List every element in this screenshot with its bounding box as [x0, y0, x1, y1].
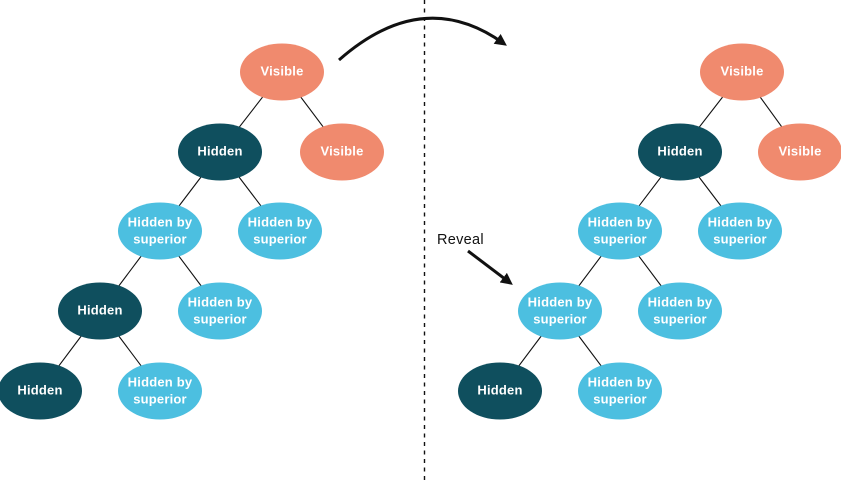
tree-node-revealed-hidden-by-superior-after: Hidden by superior [518, 282, 602, 340]
tree-node-hidden-by-superior-after: Hidden by superior [578, 362, 662, 420]
tree-node-hidden-by-superior-before: Hidden by superior [238, 202, 322, 260]
tree-node-visible-root-after: Visible [700, 43, 784, 101]
tree-node-visible-root-before: Visible [240, 43, 324, 101]
tree-node-hidden-after: Hidden [458, 362, 542, 420]
tree-node-label: Hidden by superior [247, 214, 313, 246]
tree-node-hidden-before: Hidden [58, 282, 142, 340]
tree-node-hidden-by-superior-before: Hidden by superior [178, 282, 262, 340]
tree-node-visible-before: Visible [300, 123, 384, 181]
tree-node-label: Hidden [657, 143, 703, 159]
tree-node-hidden-by-superior-after: Hidden by superior [698, 202, 782, 260]
transition-arrow [338, 16, 507, 62]
tree-node-label: Hidden [197, 143, 243, 159]
tree-node-label: Hidden by superior [587, 214, 653, 246]
tree-node-hidden-before: Hidden [178, 123, 262, 181]
tree-node-label: Hidden by superior [187, 294, 253, 326]
tree-node-label: Hidden by superior [527, 294, 593, 326]
tree-node-label: Hidden by superior [647, 294, 713, 326]
tree-node-label: Hidden by superior [587, 374, 653, 406]
reveal-arrow [467, 249, 513, 285]
tree-node-label: Hidden [477, 382, 523, 398]
tree-node-hidden-by-superior-before: Hidden by superior [118, 202, 202, 260]
tree-node-label: Hidden by superior [127, 214, 193, 246]
tree-node-label: Hidden [17, 382, 63, 398]
tree-node-hidden-by-superior-after: Hidden by superior [578, 202, 662, 260]
tree-node-label: Hidden by superior [707, 214, 773, 246]
tree-node-hidden-by-superior-after: Hidden by superior [638, 282, 722, 340]
tree-node-hidden-before: Hidden [0, 362, 82, 420]
reveal-label: Reveal [437, 232, 484, 248]
tree-node-label: Visible [320, 143, 364, 159]
tree-node-label: Visible [778, 143, 822, 159]
tree-node-label: Visible [260, 63, 304, 79]
tree-node-label: Visible [720, 63, 764, 79]
tree-node-visible-after: Visible [758, 123, 841, 181]
tree-node-label: Hidden [77, 302, 123, 318]
tree-node-hidden-after: Hidden [638, 123, 722, 181]
tree-node-label: Hidden by superior [127, 374, 193, 406]
tree-node-hidden-by-superior-before: Hidden by superior [118, 362, 202, 420]
